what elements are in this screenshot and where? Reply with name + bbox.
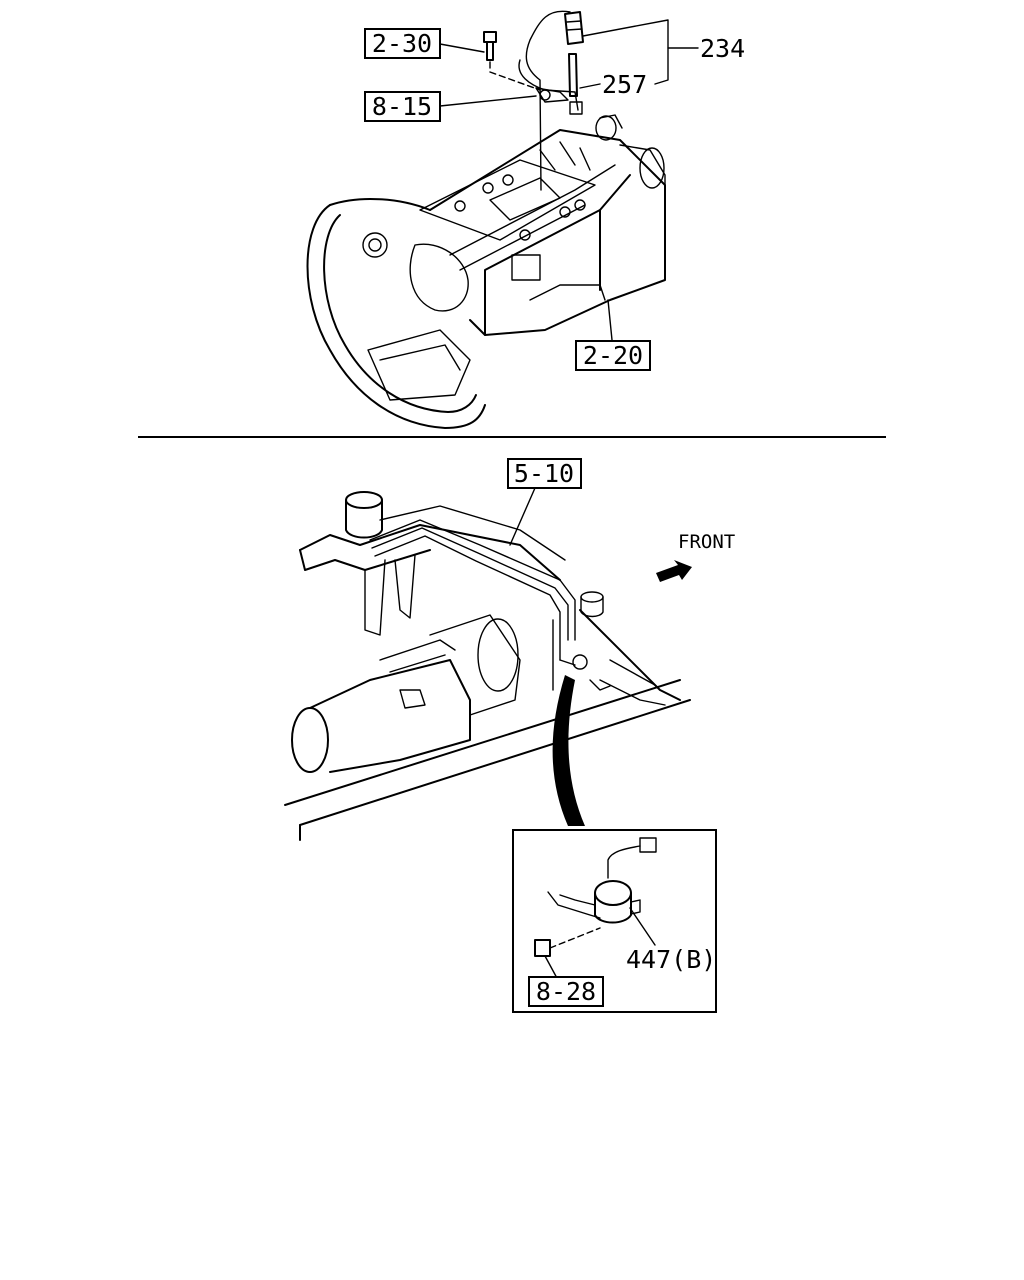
bolt-8-28 [534, 927, 601, 957]
callout-2-30-label: 2-30 [372, 29, 432, 58]
speed-sensor-harness [483, 10, 584, 191]
callout-8-28: 8-28 [528, 976, 604, 1007]
callout-5-10: 5-10 [507, 458, 582, 546]
callout-8-15-label: 8-15 [372, 92, 432, 121]
powertrain-in-chassis [291, 614, 521, 773]
part-257-label: 257 [602, 70, 647, 99]
callout-2-20: 2-20 [575, 340, 651, 371]
callout-8-15: 8-15 [364, 91, 441, 122]
part-447b-label: 447(B) [626, 945, 716, 974]
detail-callout-swoosh [552, 675, 585, 826]
callout-2-30: 2-30 [364, 28, 441, 59]
front-indicator: FRONT [656, 531, 735, 582]
transmission-assembly [306, 114, 666, 429]
callout-2-20-label: 2-20 [583, 341, 643, 370]
part-234-label: 234 [700, 34, 745, 63]
detail-inset: 447(B) 8-28 [512, 829, 717, 1013]
chassis-frame [284, 491, 691, 841]
callout-8-28-label: 8-28 [536, 977, 596, 1006]
front-label: FRONT [678, 531, 735, 553]
callout-5-10-label: 5-10 [514, 459, 574, 488]
front-arrow-icon [656, 560, 692, 582]
switch-447b [547, 837, 657, 924]
top-leader-lines [439, 19, 699, 341]
pipe-bundle [369, 505, 611, 691]
